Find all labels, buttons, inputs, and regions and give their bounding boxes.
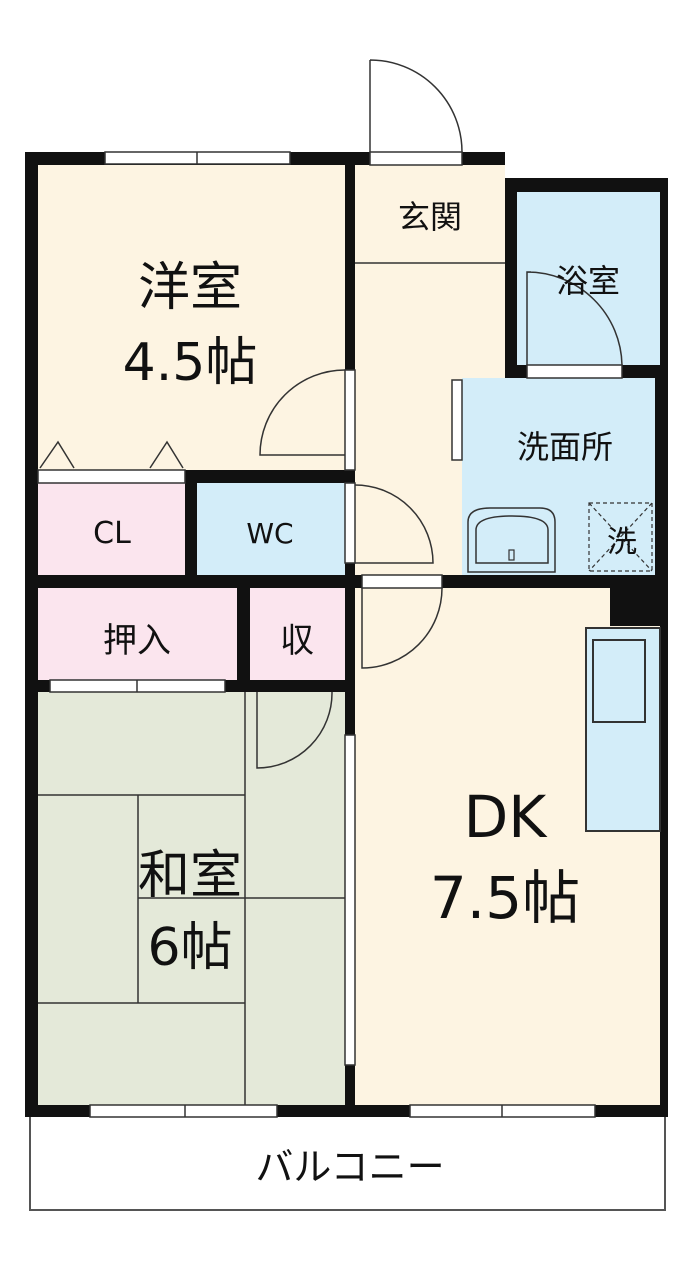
washer-space: [588, 502, 653, 572]
room-size-japanese: 6帖: [147, 918, 232, 978]
washer-label: 洗: [607, 525, 637, 560]
door-swings: [39, 59, 623, 769]
room-label-oshiire: 押入: [103, 621, 171, 661]
room-wc: [197, 483, 345, 575]
room-label-wc: WC: [246, 517, 293, 550]
room-closet: [38, 483, 185, 575]
room-label-entrance: 玄関: [398, 198, 462, 236]
room-oshiire: [38, 588, 237, 680]
kitchen-sink: [592, 639, 646, 723]
room-label-storage: 収: [280, 621, 314, 661]
room-label-bath: 浴室: [556, 262, 620, 300]
washbasin: [467, 507, 556, 573]
room-bath: [517, 192, 660, 365]
windows: [37, 151, 623, 1118]
room-size-dk: 7.5帖: [430, 864, 580, 932]
room-label-washroom: 洗面所: [517, 428, 613, 466]
room-western: [38, 165, 345, 470]
room-label-western: 洋室: [138, 258, 242, 318]
room-label-dk: DK: [464, 783, 549, 851]
tatami-lines: [38, 692, 345, 1105]
room-storage: [250, 588, 345, 680]
room-label-japanese: 和室: [138, 846, 242, 906]
balcony: [29, 1114, 666, 1211]
room-label-closet: CL: [93, 516, 131, 551]
balcony-label: バルコニー: [255, 1145, 444, 1189]
room-size-western: 4.5帖: [123, 333, 258, 393]
